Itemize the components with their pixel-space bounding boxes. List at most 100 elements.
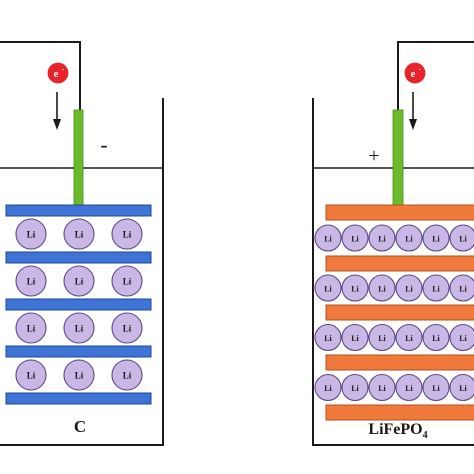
right-ion-label: Li	[405, 334, 413, 343]
right-ion-label: Li	[459, 334, 467, 343]
left-ion-label: Li	[75, 324, 84, 334]
left-ion: Li	[63, 359, 95, 391]
left-ion-label: Li	[75, 230, 84, 240]
right-ion: Li	[422, 323, 450, 352]
right-layer	[325, 354, 474, 371]
left-ion: Li	[15, 359, 47, 391]
right-ion: Li	[395, 323, 423, 352]
left-electron-icon: e -	[46, 61, 70, 85]
right-ion: Li	[368, 224, 396, 252]
left-ion-label: Li	[27, 324, 36, 334]
right-layer	[325, 304, 474, 321]
right-ion-label: Li	[351, 384, 359, 393]
right-ion: Li	[449, 373, 474, 402]
left-layer	[5, 298, 152, 311]
left-ion-label: Li	[27, 230, 36, 240]
right-ion-label: Li	[459, 285, 467, 294]
right-ion: Li	[341, 323, 369, 352]
right-ion-label: Li	[324, 334, 332, 343]
right-wire	[397, 41, 474, 110]
right-material-subscript: 4	[423, 430, 428, 441]
right-ion-label: Li	[351, 285, 359, 294]
left-layer	[5, 251, 152, 264]
left-ion-label: Li	[123, 277, 132, 287]
left-ion: Li	[111, 359, 143, 391]
left-ion: Li	[63, 218, 95, 250]
right-ion: Li	[449, 224, 474, 252]
right-ion-label: Li	[432, 235, 440, 244]
left-ion: Li	[63, 265, 95, 297]
right-ion: Li	[395, 373, 423, 402]
left-ion: Li	[63, 312, 95, 344]
right-ion: Li	[368, 373, 396, 402]
left-container	[0, 98, 164, 446]
right-ion: Li	[395, 274, 423, 302]
right-layer	[325, 404, 474, 421]
right-ion-label: Li	[459, 235, 467, 244]
right-ion: Li	[368, 274, 396, 302]
left-ion: Li	[15, 265, 47, 297]
left-ion: Li	[111, 218, 143, 250]
right-container	[312, 98, 474, 446]
left-ion-label: Li	[27, 277, 36, 287]
left-ion: Li	[111, 312, 143, 344]
right-ion-label: Li	[378, 285, 386, 294]
right-ion-label: Li	[405, 384, 413, 393]
right-material-main: LiFePO	[368, 421, 422, 438]
right-polarity-sign: +	[368, 145, 379, 167]
left-ion: Li	[111, 265, 143, 297]
left-polarity-sign: -	[100, 132, 107, 157]
right-ion: Li	[314, 323, 342, 352]
left-ion: Li	[15, 312, 47, 344]
left-electron-charge: -	[62, 65, 65, 73]
right-ion: Li	[395, 224, 423, 252]
right-ion-label: Li	[432, 285, 440, 294]
right-ion: Li	[314, 274, 342, 302]
right-ion: Li	[341, 224, 369, 252]
right-ion: Li	[368, 323, 396, 352]
left-ion-label: Li	[75, 371, 84, 381]
right-ion-label: Li	[351, 334, 359, 343]
right-ion-label: Li	[459, 384, 467, 393]
right-ion: Li	[314, 224, 342, 252]
right-electron-icon: e -	[403, 61, 427, 85]
right-ion: Li	[422, 373, 450, 402]
left-electron-arrow	[53, 92, 61, 130]
right-ion: Li	[341, 274, 369, 302]
right-ion: Li	[341, 373, 369, 402]
left-electrode-rod	[73, 109, 84, 207]
right-material-label: LiFePO4	[368, 421, 427, 441]
right-ion-label: Li	[378, 235, 386, 244]
right-electron-label: e	[411, 68, 416, 80]
right-layer	[325, 255, 474, 272]
left-layer	[5, 392, 152, 405]
right-ion: Li	[422, 224, 450, 252]
left-layer	[5, 345, 152, 358]
left-electron-label: e	[54, 68, 59, 80]
right-ion-label: Li	[405, 285, 413, 294]
right-ion-label: Li	[324, 384, 332, 393]
right-ion: Li	[422, 274, 450, 302]
right-ion-label: Li	[405, 235, 413, 244]
left-layer	[5, 204, 152, 217]
right-electron-charge: -	[419, 65, 422, 73]
left-ion-label: Li	[75, 277, 84, 287]
right-ion: Li	[449, 274, 474, 302]
right-ion-label: Li	[378, 334, 386, 343]
left-ion-label: Li	[123, 230, 132, 240]
right-ion: Li	[449, 323, 474, 352]
right-ion-label: Li	[432, 334, 440, 343]
right-ion-label: Li	[351, 235, 359, 244]
left-ion-label: Li	[123, 371, 132, 381]
left-wire	[0, 41, 81, 110]
left-material-label: C	[74, 417, 86, 436]
right-ion-label: Li	[324, 235, 332, 244]
left-ion: Li	[15, 218, 47, 250]
right-ion-label: Li	[432, 384, 440, 393]
left-ion-label: Li	[123, 324, 132, 334]
